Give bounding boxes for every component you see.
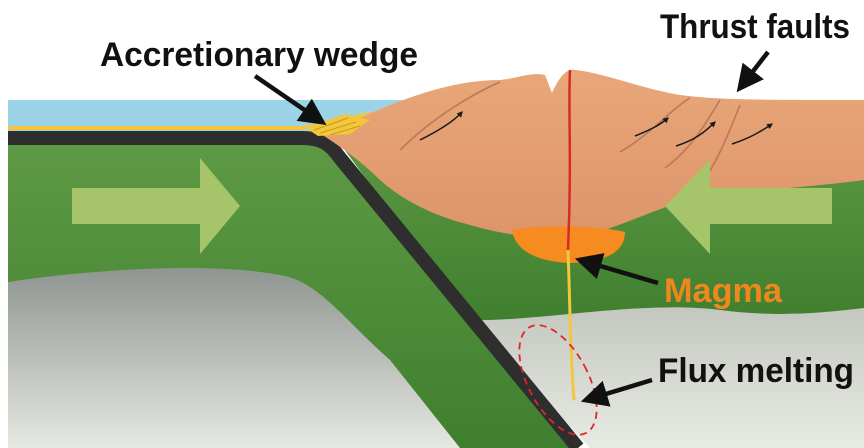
flux-melting-zone [518,324,598,436]
thrust-arrows [419,111,773,147]
flux-melting-pointer-icon [580,377,653,407]
thrust-faults-pointer-icon [736,50,770,93]
magma-pointer-icon [574,253,659,286]
accretionary-wedge [306,114,370,136]
upper-mantle-left [8,268,460,448]
upper-mantle-right [470,307,864,448]
flux-melting-label: Flux melting [658,352,854,390]
thrust-faults-label: Thrust faults [660,8,850,46]
wedge-layering [313,117,361,136]
magma-conduit-upper [566,69,572,251]
plate-motion-arrow-right-icon [72,158,240,254]
magma-label: Magma [664,272,783,310]
continental-crust [318,69,864,239]
plate-motion-arrow-left-icon [665,160,832,254]
thrust-fault-lines [399,81,741,175]
subducting-oceanic-crust [8,131,584,448]
magma-conduit-lower [566,249,576,401]
accretionary-wedge-label: Accretionary wedge [100,36,418,74]
accretionary-wedge-pointer-icon [253,74,327,126]
